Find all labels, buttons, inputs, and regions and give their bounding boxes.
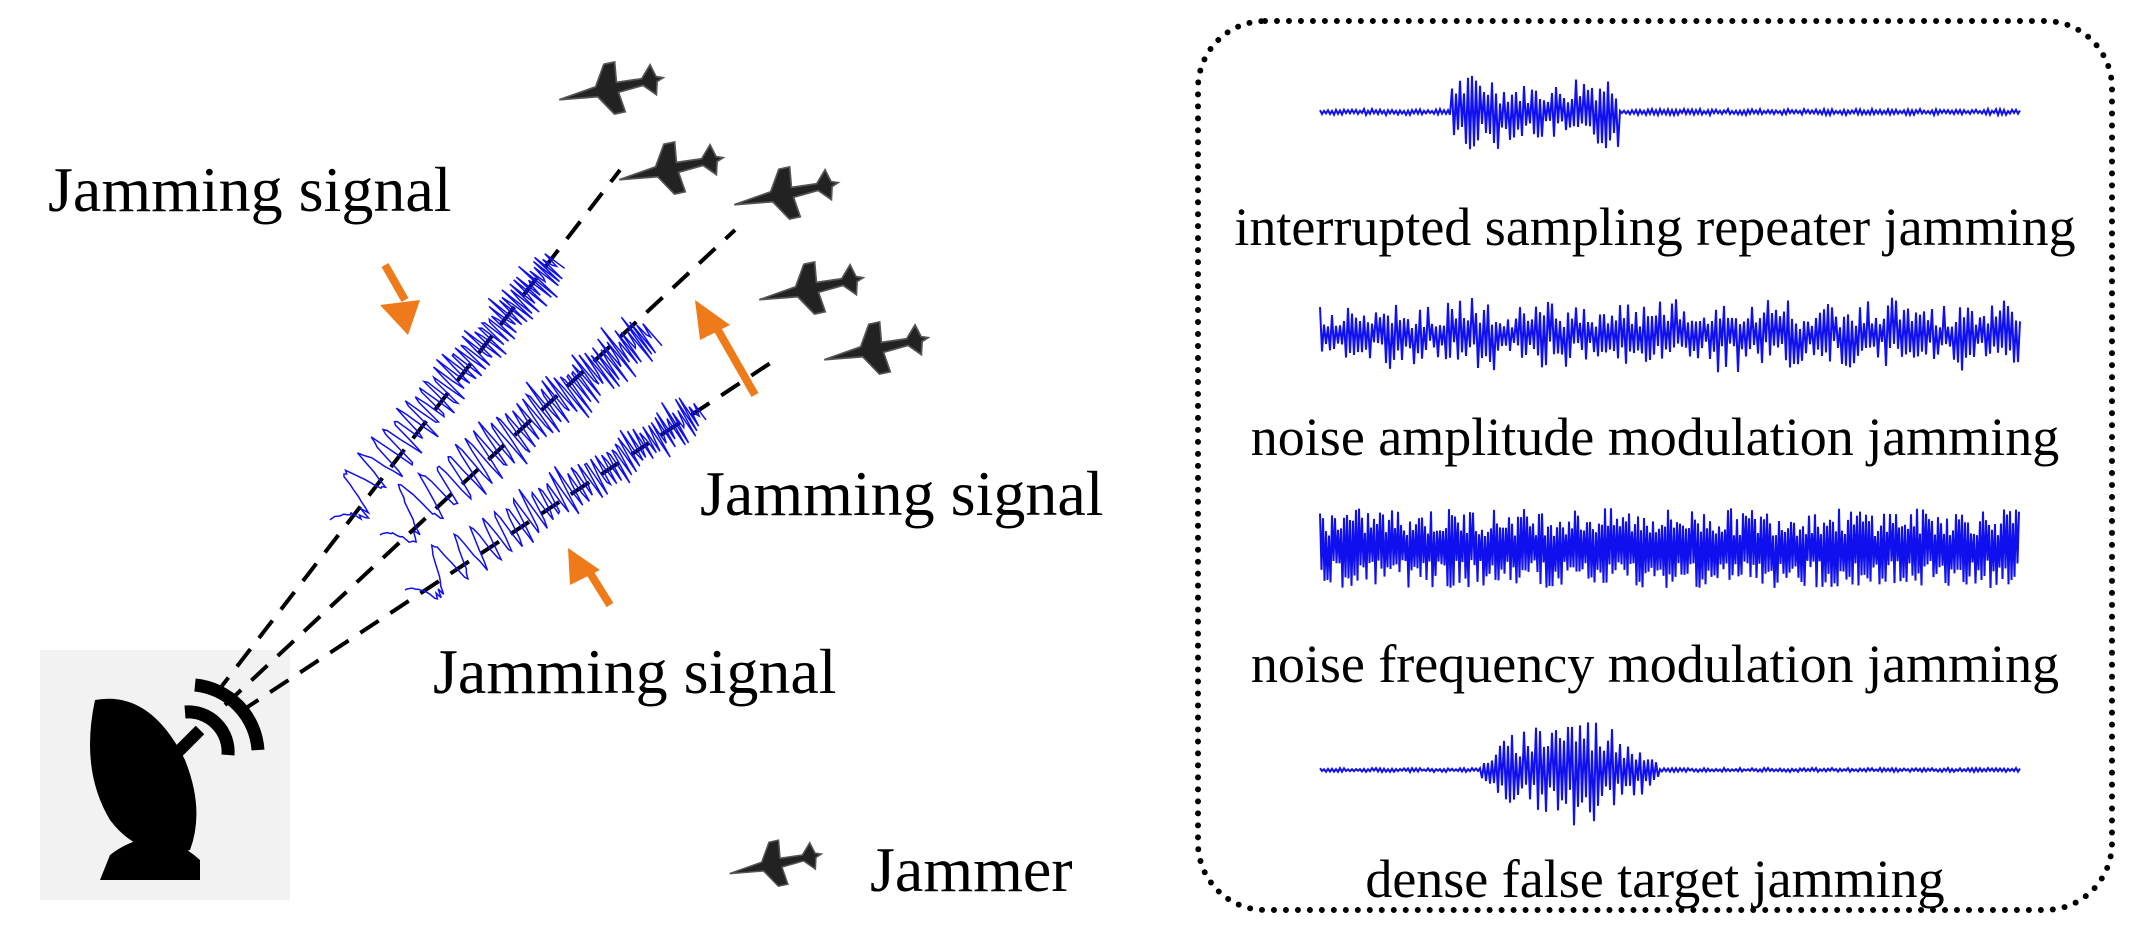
- jammer-aircraft-group: [558, 60, 931, 888]
- jamming-type-label-3: noise frequency modulation jamming: [1250, 634, 2060, 694]
- beam-wave-1: [329, 253, 566, 521]
- beam-lines: [213, 168, 777, 714]
- legend-waveforms: [1319, 75, 2021, 826]
- fighter-jet-icon: [823, 320, 931, 375]
- beam-line-1: [213, 168, 622, 697]
- waveform-dense-false-target: [1319, 722, 2021, 826]
- waveform-interrupted-sampling: [1319, 75, 2021, 150]
- fighter-jet-icon: [733, 165, 841, 220]
- arrow-right: [695, 300, 759, 397]
- jammer-legend-icon: [729, 839, 824, 888]
- arrow-bottom: [568, 548, 614, 608]
- beam-waveforms: [329, 253, 707, 600]
- jamming-type-label-1: interrupted sampling repeater jamming: [1234, 197, 2076, 257]
- fighter-jet-icon: [758, 260, 866, 315]
- jamming-signal-label-right: Jamming signal: [700, 458, 1104, 529]
- jamming-signal-label-bottom: Jamming signal: [433, 636, 837, 707]
- fighter-jet-icon: [618, 140, 726, 195]
- jammer-legend-label: Jammer: [870, 834, 1073, 905]
- beam-wave-3: [404, 397, 707, 600]
- waveform-noise-am: [1319, 297, 2021, 373]
- jamming-type-label-4: dense false target jamming: [1365, 849, 1945, 909]
- radar-dish-icon: [90, 678, 265, 880]
- beam-wave-2: [379, 316, 663, 544]
- waveform-noise-fm: [1319, 508, 2020, 589]
- jamming-signal-label-top: Jamming signal: [48, 154, 452, 225]
- jamming-type-label-2: noise amplitude modulation jamming: [1250, 407, 2060, 467]
- arrow-top: [380, 263, 420, 335]
- jamming-types-legend: [1195, 18, 2115, 913]
- fighter-jet-icon: [558, 60, 666, 115]
- beam-line-2: [223, 228, 737, 707]
